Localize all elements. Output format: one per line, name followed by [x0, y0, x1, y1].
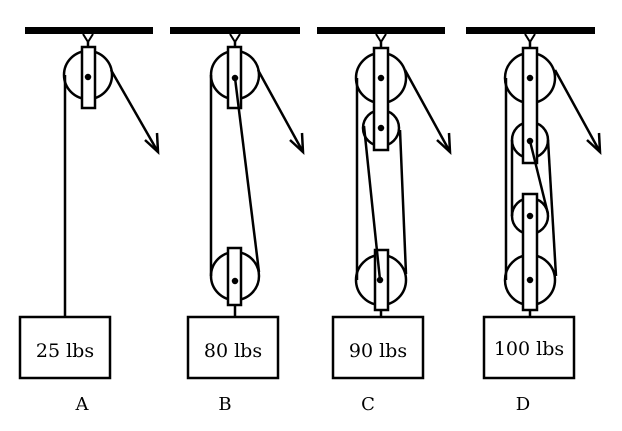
weight-label: 80 lbs — [204, 340, 262, 362]
ceiling-beam — [25, 27, 153, 34]
system-letter: D — [516, 394, 530, 415]
pull-arrow — [109, 69, 160, 153]
weight-box — [331, 315, 425, 380]
weight-box — [186, 315, 280, 380]
system-letter: A — [75, 394, 90, 415]
pulley-block — [521, 46, 539, 165]
pulley-system-a: 25 lbs A — [18, 27, 160, 415]
pulley-block — [372, 46, 390, 152]
weight-box — [482, 315, 576, 380]
system-letter: B — [218, 394, 231, 415]
weight-label: 100 lbs — [494, 338, 564, 360]
pulley-block — [521, 192, 539, 312]
rope — [528, 140, 550, 215]
ceiling-beam — [170, 27, 300, 34]
rope — [398, 129, 408, 275]
pulley-system-c: 90 lbs C — [317, 27, 452, 415]
system-letter: C — [361, 394, 375, 415]
pull-arrow — [553, 69, 602, 153]
weight-label: 25 lbs — [36, 340, 94, 362]
ceiling-beam — [466, 27, 595, 34]
pull-arrow — [256, 69, 305, 153]
rope — [233, 77, 261, 273]
ceiling-beam — [317, 27, 445, 34]
pulley-system-d: 100 lbs D — [466, 27, 602, 415]
weight-label: 90 lbs — [349, 340, 407, 362]
rope — [362, 125, 382, 281]
pull-arrow — [403, 69, 452, 153]
pulley-system-b: 80 lbs B — [170, 27, 305, 415]
rope — [546, 139, 558, 277]
weight-box — [18, 315, 112, 380]
